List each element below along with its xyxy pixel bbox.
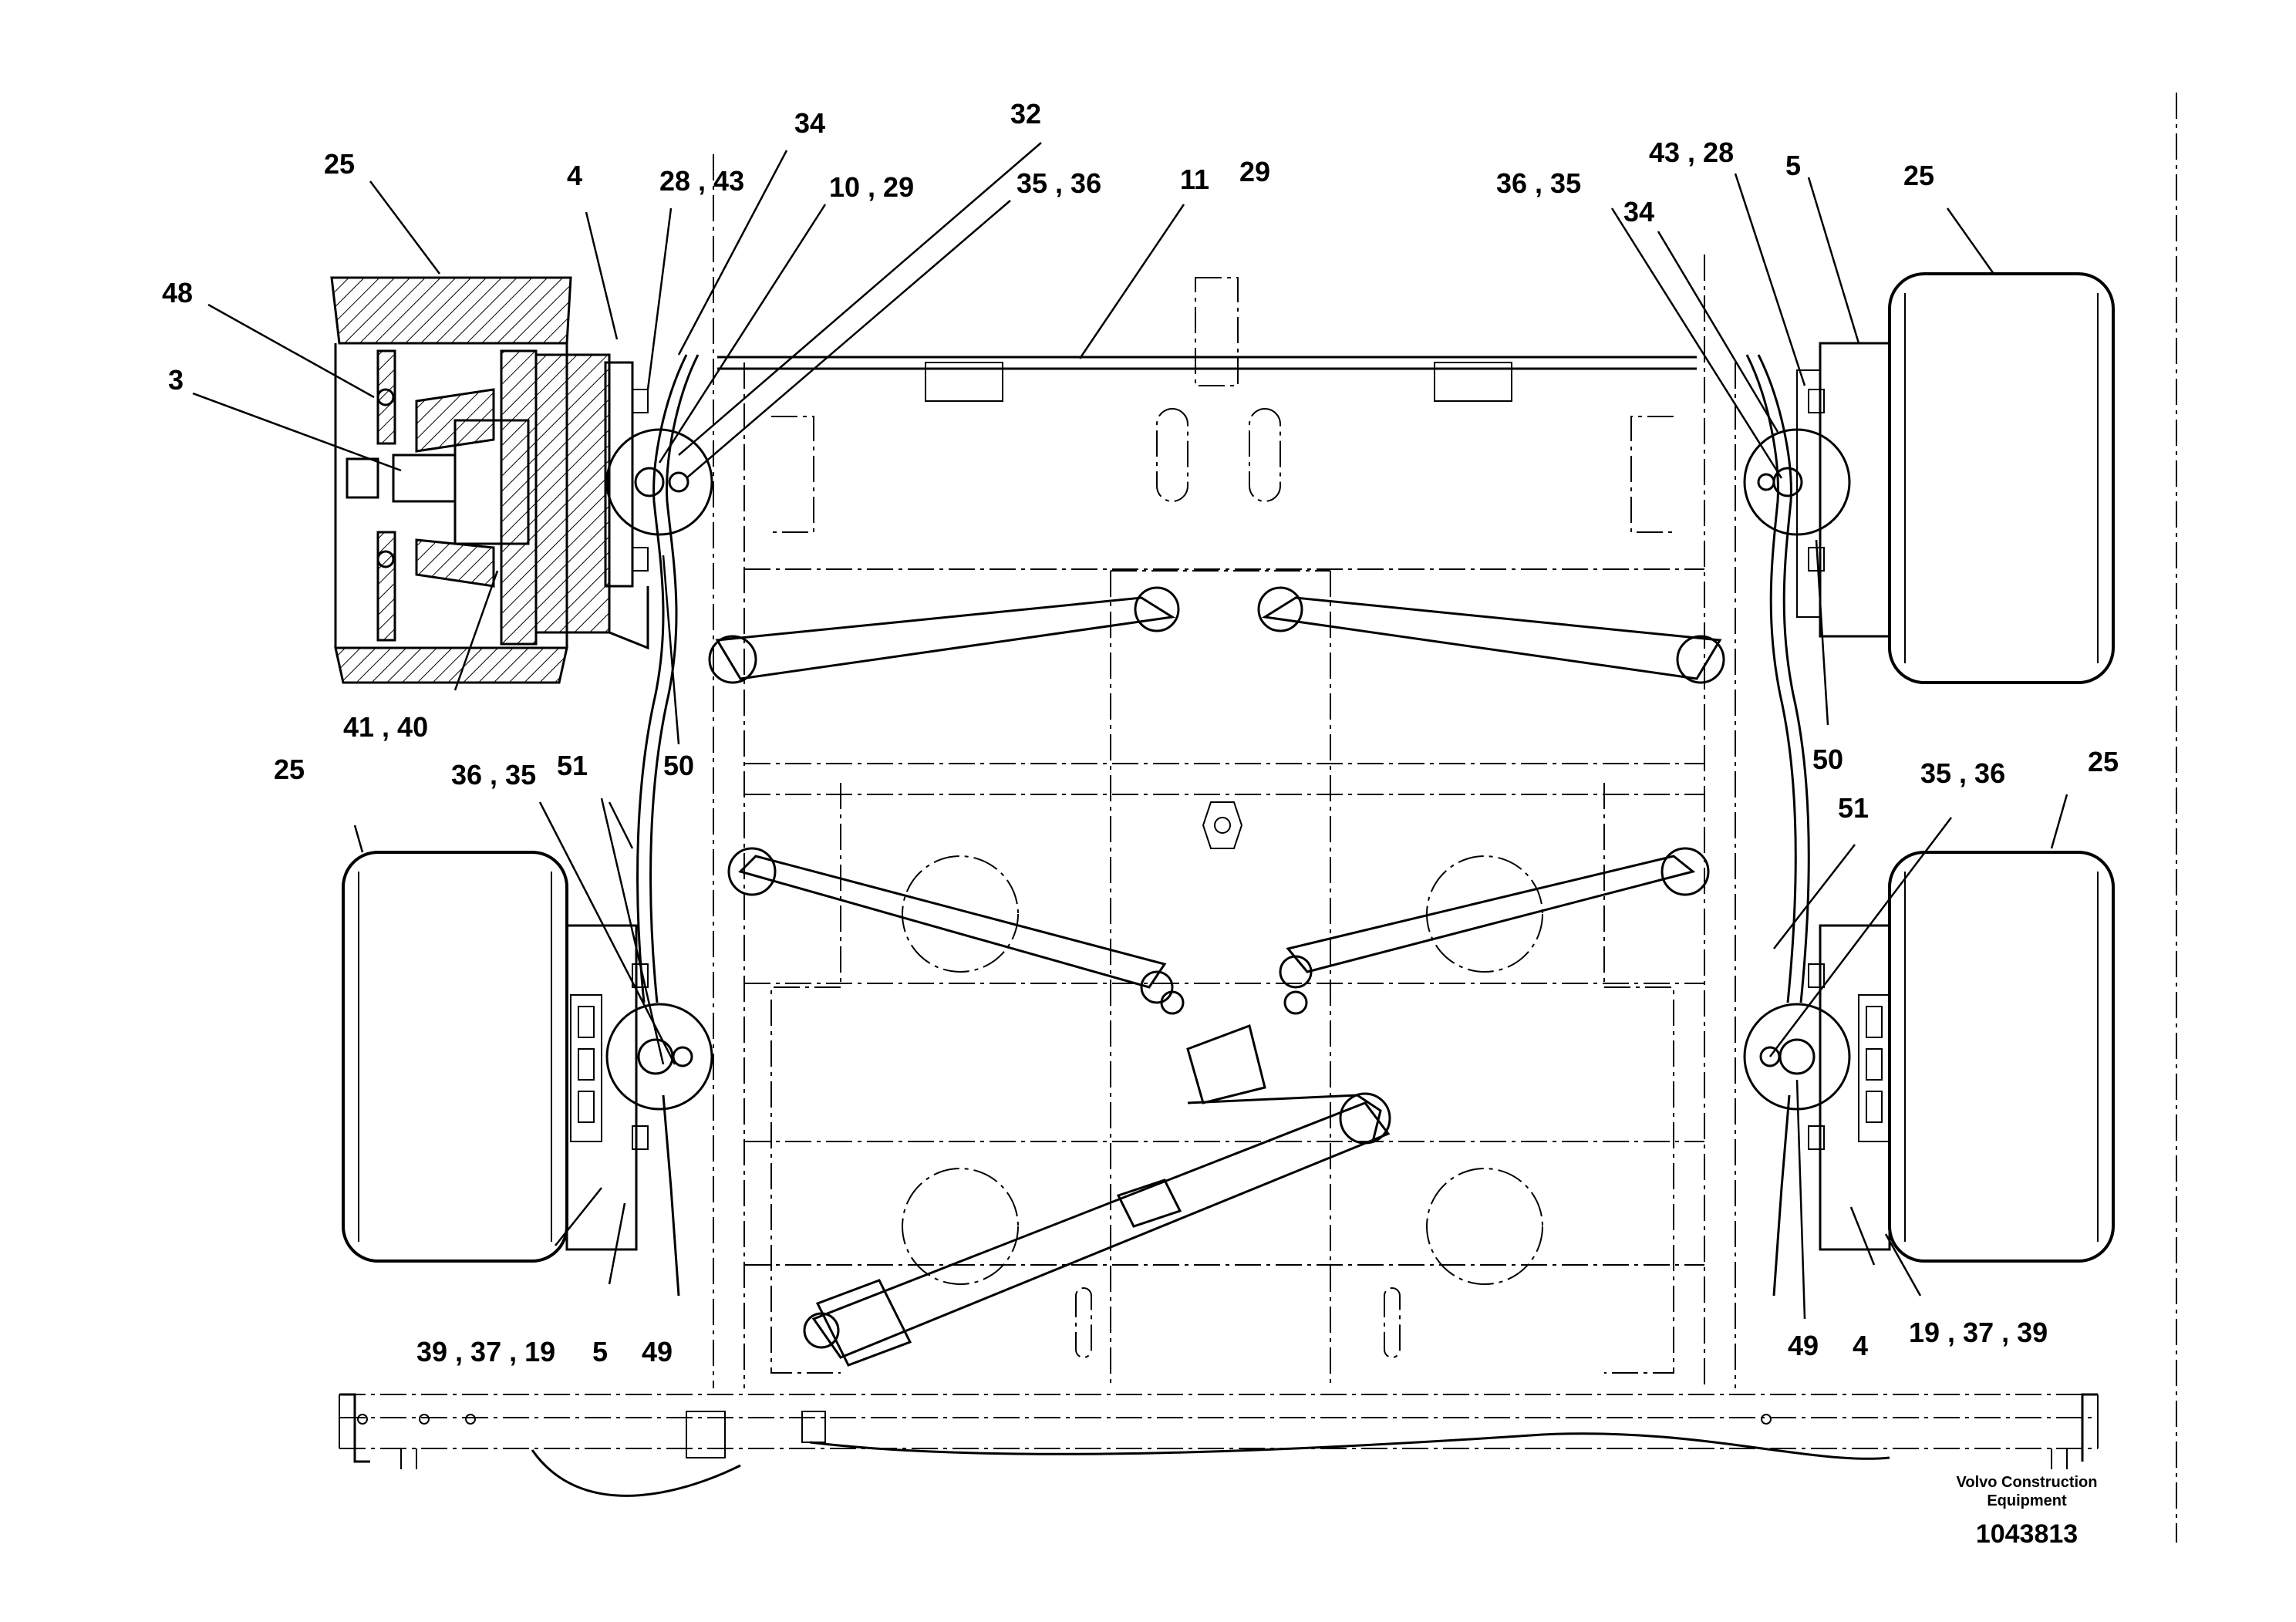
callout-36-35-right: 36 , 35 <box>1496 167 1581 199</box>
callout-34-top: 34 <box>794 107 825 139</box>
callout-19-37-39: 19 , 37 , 39 <box>1909 1317 2048 1348</box>
callout-50-left: 50 <box>663 750 694 781</box>
steering-links <box>708 586 1725 1142</box>
leader-lines <box>192 142 2068 1320</box>
callout-11: 11 <box>1180 164 1209 195</box>
wheel-front-left-section <box>330 276 649 684</box>
callout-labels: 25 48 3 4 28 , 43 34 10 , 29 32 35 , 36 … <box>162 98 2119 1367</box>
callout-51-right: 51 <box>1838 792 1869 824</box>
brake-chambers <box>605 389 1851 1150</box>
callout-4-top: 4 <box>567 160 582 191</box>
rear-crossbar <box>339 1393 2098 1497</box>
callout-28-43: 28 , 43 <box>659 165 744 197</box>
callout-3: 3 <box>168 364 184 396</box>
callout-25-rear-left: 25 <box>274 754 305 785</box>
callout-25-front-right: 25 <box>1903 160 1934 191</box>
wheel-front-right <box>1796 272 2115 684</box>
callout-51-left: 51 <box>557 750 588 781</box>
frame-outline <box>339 154 2099 1449</box>
callout-50-right: 50 <box>1812 744 1843 775</box>
part-number: 1043813 <box>1976 1519 2078 1549</box>
callout-43-28: 43 , 28 <box>1649 137 1734 168</box>
callout-49-right: 49 <box>1788 1330 1819 1361</box>
callout-39-37-19: 39 , 37 , 19 <box>416 1336 555 1367</box>
callout-10-29: 10 , 29 <box>829 171 914 203</box>
callout-5-bottom: 5 <box>592 1336 608 1367</box>
callout-36-35-left: 36 , 35 <box>451 759 536 791</box>
callout-34-right: 34 <box>1623 196 1654 228</box>
brake-hoses <box>636 354 1810 1297</box>
callout-35-36-top: 35 , 36 <box>1017 167 1101 199</box>
callout-41-40: 41 , 40 <box>343 711 428 743</box>
callout-35-36-right: 35 , 36 <box>1920 757 2005 789</box>
brand-line-2: Equipment <box>1987 1492 2067 1509</box>
wheel-rear-left <box>342 851 638 1263</box>
callout-29: 29 <box>1239 156 1270 187</box>
callout-49-left: 49 <box>642 1336 673 1367</box>
callout-25-rear-right: 25 <box>2088 746 2119 777</box>
callout-25-front-left: 25 <box>324 148 355 180</box>
callout-48: 48 <box>162 277 193 309</box>
callout-32: 32 <box>1010 98 1041 130</box>
brand-line-1: Volvo Construction <box>1957 1474 2098 1491</box>
callout-5-top: 5 <box>1785 150 1801 181</box>
callout-4-bottom: 4 <box>1853 1330 1868 1361</box>
wheel-rear-right <box>1819 851 2115 1263</box>
steering-cylinder <box>803 1092 1391 1367</box>
footer-branding: Volvo Construction Equipment 1043813 <box>1957 1474 2098 1549</box>
